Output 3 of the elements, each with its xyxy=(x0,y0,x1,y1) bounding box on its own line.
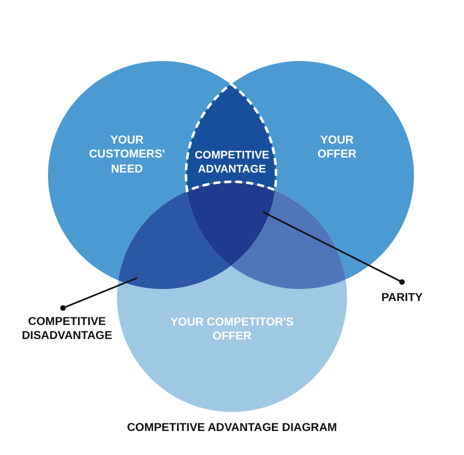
callout-label: PARITY xyxy=(372,291,432,306)
leader-line xyxy=(60,277,138,311)
caption: COMPETITIVE ADVANTAGE DIAGRAM xyxy=(126,422,338,434)
